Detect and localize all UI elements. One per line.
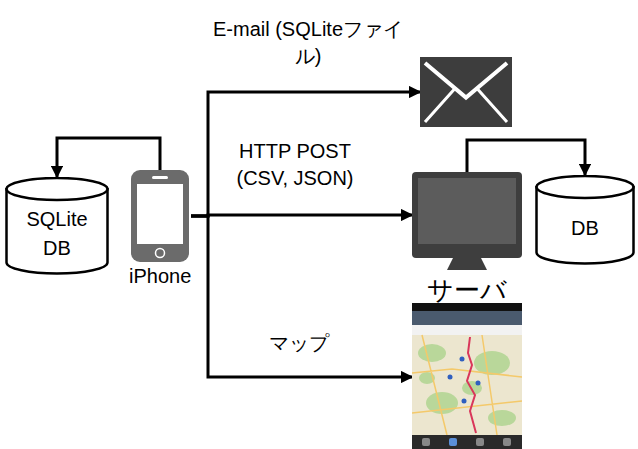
tab-icon	[449, 438, 457, 446]
connector-arrow	[191, 215, 412, 216]
device-label: iPhone	[129, 263, 191, 289]
phone-screen	[137, 184, 183, 244]
edge-label: マップ	[251, 330, 347, 357]
iphone-device: iPhone	[129, 170, 191, 262]
text-holder: iPhone	[129, 263, 191, 289]
envelope-body	[420, 57, 512, 127]
email-envelope-outline	[420, 57, 512, 127]
database-label: SQLite DB	[21, 205, 93, 263]
monitor-frame	[412, 172, 522, 258]
map-marker	[448, 375, 453, 380]
connector-arrow	[467, 140, 585, 175]
edge-label: HTTP POST (CSV, JSON)	[224, 138, 366, 192]
map-marker	[462, 399, 467, 404]
map-screenshot	[412, 303, 522, 449]
connector-arrow	[191, 92, 420, 216]
text-holder: SQLite DB	[5, 201, 109, 267]
connector-arrow	[191, 216, 412, 377]
map-marker	[476, 381, 481, 386]
tab-icon	[422, 438, 430, 446]
map-marker	[460, 357, 465, 362]
cylinder-top	[537, 176, 634, 198]
tab-icon	[476, 438, 484, 446]
email-envelope	[420, 57, 512, 127]
monitor-stand	[447, 258, 487, 270]
map-park	[488, 410, 516, 426]
cylinder-top	[7, 178, 108, 200]
text-holder: DB	[535, 199, 635, 257]
phone-speaker	[152, 176, 168, 179]
tab-bar	[412, 435, 522, 449]
nav-bar	[412, 311, 522, 325]
map-roads	[412, 335, 522, 435]
envelope-fold	[425, 89, 507, 123]
device-label: サーバ	[412, 274, 522, 308]
phone-body	[131, 170, 189, 262]
envelope-flap	[425, 63, 507, 98]
status-bar	[412, 303, 522, 311]
info-bar	[412, 325, 522, 335]
tab-icon	[503, 438, 511, 446]
map-route	[467, 337, 476, 433]
server-monitor-outline	[412, 172, 522, 272]
phone-home-button	[156, 249, 165, 258]
map-park	[418, 344, 446, 362]
iphone-device-outline	[129, 170, 191, 262]
text-holder: サーバ	[412, 274, 522, 308]
monitor-screen	[418, 178, 516, 244]
screenshot-frame	[412, 303, 522, 449]
map-area	[412, 335, 522, 435]
database-cylinder: SQLite DB	[5, 177, 109, 275]
database-label: DB	[571, 214, 599, 243]
map-screenshot-outline	[412, 303, 522, 449]
server-monitor: サーバ	[412, 172, 522, 272]
database-cylinder: DB	[535, 175, 635, 265]
edge-label: E-mail (SQLiteファイル)	[207, 16, 409, 70]
